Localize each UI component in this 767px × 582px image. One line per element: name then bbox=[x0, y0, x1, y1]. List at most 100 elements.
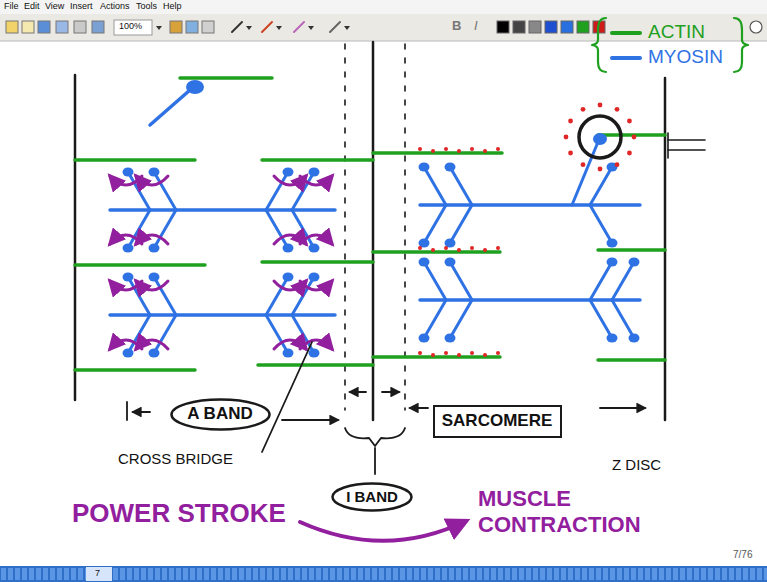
tick-mark bbox=[667, 133, 669, 158]
myosin-head bbox=[309, 168, 320, 177]
page-tab bbox=[78, 568, 83, 580]
binding-site bbox=[470, 147, 474, 151]
ellipse-outline bbox=[171, 399, 269, 429]
page-tab bbox=[190, 568, 195, 580]
myosin-head bbox=[123, 273, 134, 282]
page-tab bbox=[344, 568, 349, 580]
color-swatch-button bbox=[561, 21, 573, 33]
band-arrow bbox=[133, 411, 150, 413]
page-tab bbox=[617, 568, 622, 580]
band-boundary bbox=[344, 44, 346, 410]
myosin-head-stalk bbox=[590, 205, 612, 243]
page-tab bbox=[183, 568, 188, 580]
dropdown-arrow bbox=[246, 26, 252, 30]
page-tab bbox=[204, 568, 209, 580]
status-bar bbox=[0, 566, 767, 582]
band-arrow bbox=[410, 407, 428, 409]
dropdown-arrow bbox=[276, 26, 282, 30]
page-tab bbox=[337, 568, 342, 580]
pen-icon bbox=[262, 22, 272, 32]
page-tab bbox=[8, 568, 13, 580]
menu-item: Tools bbox=[136, 1, 157, 12]
page-tab bbox=[505, 568, 510, 580]
myosin-head bbox=[593, 133, 607, 145]
actin-filament bbox=[75, 158, 195, 162]
legend-bracket bbox=[734, 18, 748, 72]
myosin-head bbox=[123, 168, 134, 177]
color-swatch-button bbox=[497, 21, 509, 33]
myosin-head-stalk bbox=[612, 300, 634, 338]
page-tab bbox=[309, 568, 314, 580]
page-tab bbox=[162, 568, 167, 580]
page-tab bbox=[288, 568, 293, 580]
toolbar-icon bbox=[56, 21, 68, 33]
myosin-head bbox=[309, 244, 320, 253]
leader-line bbox=[374, 448, 376, 474]
myosin-head-stalk bbox=[450, 167, 472, 205]
page-tab bbox=[750, 568, 755, 580]
page-tab bbox=[316, 568, 321, 580]
myosin-head bbox=[123, 349, 134, 358]
calcium-dot bbox=[627, 119, 632, 124]
myosin-head bbox=[149, 168, 160, 177]
menu-item: Help bbox=[163, 1, 182, 12]
page-tab bbox=[400, 568, 405, 580]
binding-site bbox=[483, 149, 487, 153]
page-tab bbox=[323, 568, 328, 580]
page-tab bbox=[540, 568, 545, 580]
myosin-head bbox=[283, 273, 294, 282]
page-tab bbox=[176, 568, 181, 580]
page-tab bbox=[631, 568, 636, 580]
page-tab bbox=[351, 568, 356, 580]
myosin-head bbox=[607, 239, 618, 248]
actin-filament bbox=[180, 76, 272, 80]
calcium-dot bbox=[598, 103, 603, 108]
myosin-head-stalk bbox=[424, 262, 446, 300]
binding-site bbox=[457, 149, 461, 153]
power-stroke-arrow bbox=[300, 176, 332, 185]
myosin-head-stalk bbox=[424, 167, 446, 205]
pen-icon bbox=[330, 22, 340, 32]
page-tab bbox=[680, 568, 685, 580]
page-tab bbox=[729, 568, 734, 580]
actin-filament bbox=[373, 151, 502, 155]
band-arrow bbox=[282, 419, 338, 421]
page-tab bbox=[568, 568, 573, 580]
region-label-box: SARCOMERE bbox=[433, 405, 562, 438]
node-text: A BAND bbox=[187, 404, 252, 424]
legend-swatch bbox=[612, 56, 640, 60]
binding-site bbox=[457, 248, 461, 252]
page-tab bbox=[561, 568, 566, 580]
page-number: 7 bbox=[95, 568, 100, 579]
page-tab bbox=[43, 568, 48, 580]
myosin-filament bbox=[110, 208, 335, 212]
power-stroke-arrow bbox=[136, 235, 168, 244]
page-tab bbox=[449, 568, 454, 580]
power-stroke-arrow bbox=[136, 176, 168, 185]
page-tab bbox=[253, 568, 258, 580]
page-tab bbox=[274, 568, 279, 580]
myosin-head-stalk bbox=[450, 262, 472, 300]
color-swatch-button bbox=[577, 21, 589, 33]
ellipse-outline bbox=[333, 484, 412, 511]
calcium-dot bbox=[564, 135, 569, 140]
page-tab bbox=[743, 568, 748, 580]
bold-button: B bbox=[452, 18, 461, 34]
myosin-filament bbox=[420, 203, 640, 207]
myosin-head bbox=[629, 334, 640, 343]
page-tab bbox=[29, 568, 34, 580]
page-tab bbox=[701, 568, 706, 580]
myosin-head bbox=[629, 258, 640, 267]
dropdown-arrow bbox=[156, 26, 162, 30]
page-tab bbox=[512, 568, 517, 580]
menu-item: File bbox=[4, 1, 19, 12]
page-tab bbox=[589, 568, 594, 580]
actin-filament bbox=[262, 260, 373, 264]
color-swatch-button bbox=[513, 21, 525, 33]
page-tab bbox=[141, 568, 146, 580]
actin-filament bbox=[75, 368, 195, 372]
binding-site bbox=[444, 351, 448, 355]
page-tab bbox=[484, 568, 489, 580]
node-text: SARCOMERE bbox=[442, 411, 553, 431]
